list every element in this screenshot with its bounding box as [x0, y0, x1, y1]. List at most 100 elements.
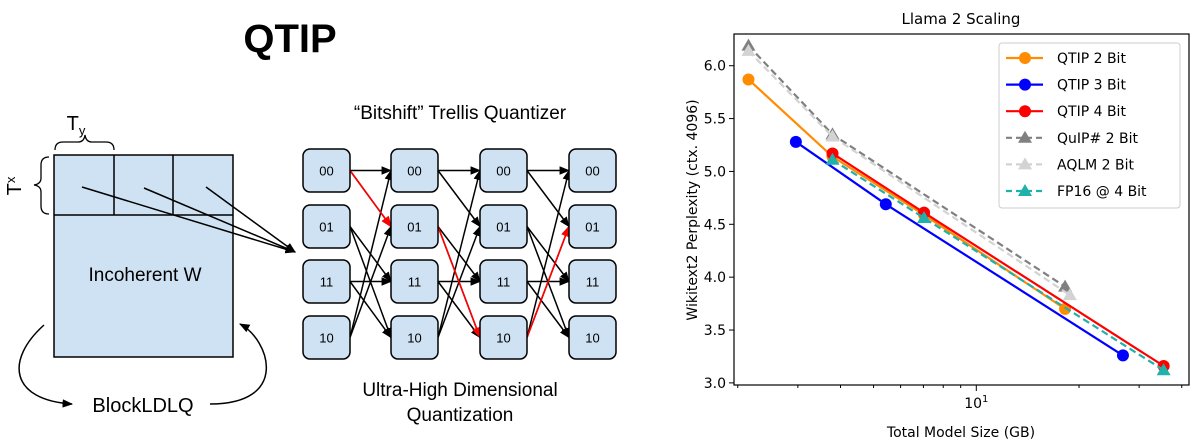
state-label: 10: [319, 331, 333, 346]
series-line: [747, 50, 1071, 297]
y-tick-label: 4.0: [704, 270, 726, 286]
state-label: 01: [319, 220, 333, 235]
legend-marker: [1019, 52, 1031, 64]
state-node: [390, 315, 439, 360]
tx-label: Tx: [3, 176, 26, 195]
data-point: [917, 210, 932, 223]
legend-label: QTIP 3 Bit: [1057, 78, 1126, 94]
state-label: 10: [496, 331, 510, 346]
state-node: [302, 259, 351, 304]
state-node: [302, 148, 351, 193]
legend-label: FP16 @ 4 Bit: [1057, 184, 1147, 200]
legend-marker: [1018, 184, 1032, 196]
data-point: [825, 152, 840, 165]
highlighted-edge: [437, 226, 481, 339]
block-arrows: [81, 186, 297, 254]
ldlq-arrow-left: [18, 324, 74, 408]
trellis-caption-line2: Quantization: [407, 405, 514, 426]
state-node: [479, 204, 528, 249]
ldlq-arrow-right: [209, 323, 267, 405]
axes-frame: [733, 33, 1190, 386]
trellis: 00 01 11 10 00 01 11 10 00 01 11 10 00 01 11 10: [302, 148, 617, 360]
transition-edge: [526, 169, 571, 338]
legend-label: QTIP 4 Bit: [1057, 104, 1126, 120]
transition-edge: [526, 170, 570, 228]
state-node: [568, 204, 617, 249]
qtip-diagram: QTIP Incoherent W Ty Tx BlockLDLQ “Bitsh…: [3, 17, 617, 426]
highlighted-edge: [349, 170, 392, 228]
transition-edge: [349, 169, 393, 338]
trellis-title: “Bitshift” Trellis Quantizer: [354, 103, 567, 124]
data-point: [1116, 349, 1129, 362]
state-label: 01: [585, 220, 599, 235]
legend-marker: [1019, 78, 1031, 91]
state-node: [302, 204, 351, 249]
transition-edge: [437, 169, 482, 338]
data-point: [789, 135, 802, 148]
y-tick-label: 5.0: [704, 164, 726, 180]
state-label: 01: [407, 220, 421, 235]
ty-label: Ty: [67, 113, 86, 138]
transition-edge: [349, 281, 392, 339]
data-point: [879, 198, 892, 211]
state-label: 10: [585, 331, 599, 346]
data-point: [741, 43, 756, 56]
legend-marker: [1018, 130, 1032, 143]
state-node: [390, 148, 439, 193]
legend-label: QTIP 2 Bit: [1057, 51, 1126, 67]
state-label: 11: [320, 275, 334, 290]
y-axis-label: Wikitext2 Perplexity (ctx. 4096): [685, 99, 701, 320]
y-tick-label: 3.0: [704, 376, 726, 392]
trellis-caption-line1: Ultra-High Dimensional: [362, 380, 557, 401]
weight-matrix: Incoherent W: [53, 154, 234, 358]
tx-brace: [33, 156, 50, 215]
legend-label: AQLM 2 Bit: [1057, 157, 1135, 173]
blockldlq-label: BlockLDLQ: [92, 395, 193, 417]
state-label: 10: [407, 331, 421, 346]
chart-title: Llama 2 Scaling: [902, 10, 1021, 28]
x-tick-label: 101: [964, 394, 988, 412]
data-point: [1058, 279, 1073, 292]
series-line: [831, 158, 1165, 372]
state-label: 01: [496, 220, 510, 235]
data-point: [742, 73, 755, 86]
state-node: [568, 148, 617, 193]
y-tick-label: 4.5: [704, 217, 726, 233]
y-tick-label: 5.5: [704, 112, 726, 128]
diagram-title: QTIP: [243, 17, 336, 61]
highlighted-edge: [526, 225, 570, 338]
transition-edge: [349, 225, 392, 338]
data-point: [1156, 363, 1171, 376]
state-node: [302, 315, 351, 360]
state-label: 11: [586, 275, 600, 290]
state-node: [479, 148, 528, 193]
state-label: 00: [585, 164, 599, 179]
state-node: [390, 259, 439, 304]
legend-label: QuIP# 2 Bit: [1057, 131, 1138, 147]
state-node: [479, 259, 528, 304]
data-point: [1062, 288, 1077, 301]
ty-brace: [54, 134, 115, 151]
state-node: [568, 259, 617, 304]
plot-area: 3.0 3.5 4.0 4.5 5.0 5.5 6.0 101: [704, 38, 1183, 412]
state-node: [568, 315, 617, 360]
state-label: 00: [407, 164, 421, 179]
matrix-label: Incoherent W: [89, 265, 202, 286]
state-node: [390, 204, 439, 249]
y-tick-label: 6.0: [704, 59, 726, 75]
state-label: 00: [319, 164, 333, 179]
scaling-chart: Llama 2 Scaling Wikitext2 Perplexity (ct…: [685, 10, 1190, 441]
legend-marker: [1019, 105, 1031, 118]
transition-edge: [437, 170, 481, 228]
data-point: [825, 129, 840, 142]
state-label: 11: [497, 275, 511, 290]
state-label: 11: [408, 275, 422, 290]
y-tick-label: 3.5: [704, 323, 726, 339]
x-axis-label: Total Model Size (GB): [886, 425, 1035, 441]
legend-marker: [1018, 157, 1032, 170]
state-node: [479, 315, 528, 360]
transition-edge: [526, 281, 570, 339]
state-label: 00: [496, 164, 510, 179]
